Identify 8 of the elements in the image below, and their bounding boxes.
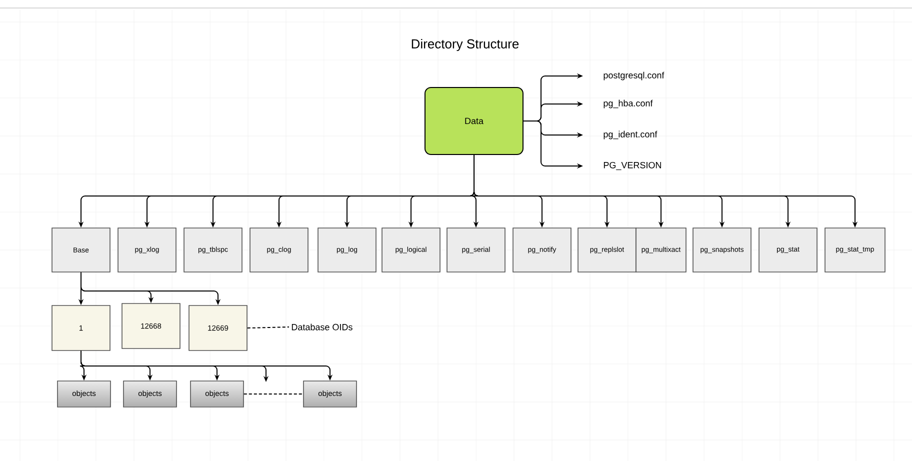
file-label: postgresql.conf xyxy=(604,72,664,80)
title: Directory Structure xyxy=(412,38,519,52)
file-label: pg_hba.conf xyxy=(604,100,653,108)
file-label: PG_VERSION xyxy=(604,162,661,170)
note-label: Database OIDs xyxy=(292,324,352,330)
file-label: pg_ident.conf xyxy=(604,130,658,140)
dashed-line xyxy=(246,326,290,328)
folder-box: Data xyxy=(424,87,524,155)
